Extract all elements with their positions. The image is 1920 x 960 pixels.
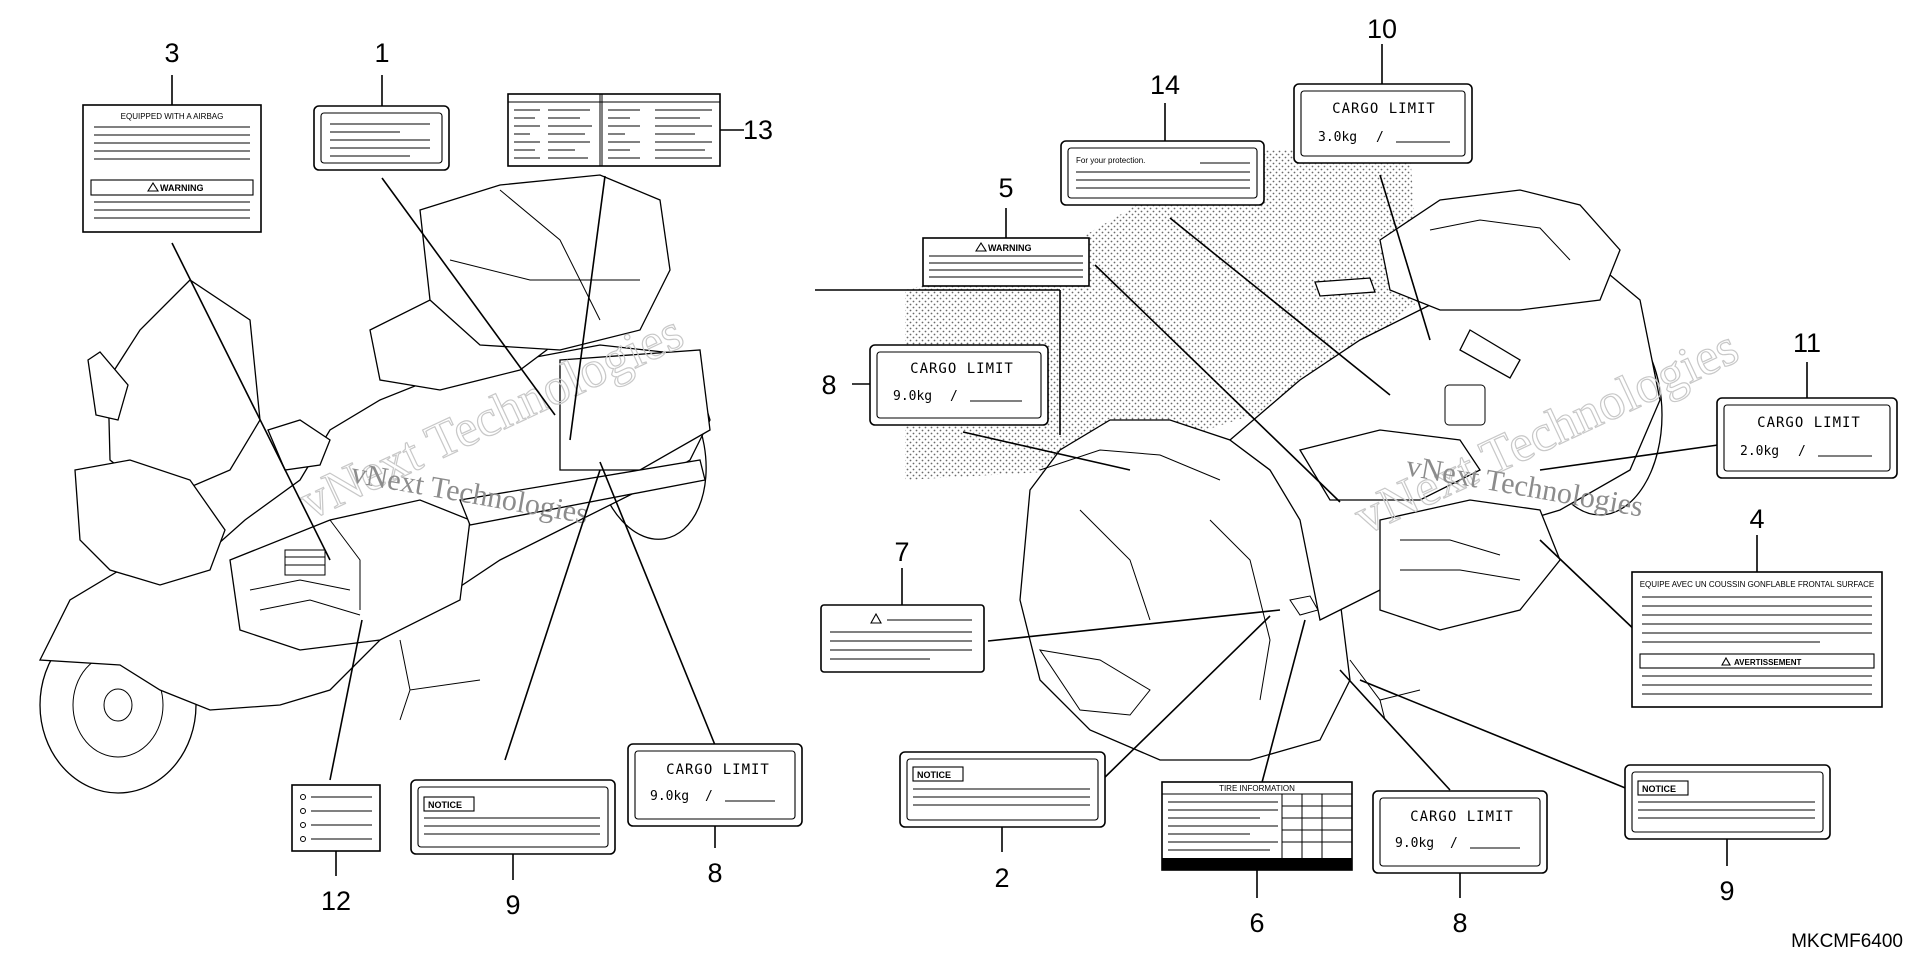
label-2-notice: NOTICE (899, 751, 1106, 852)
callout-12: 12 (321, 886, 351, 916)
svg-text:/: / (950, 389, 958, 404)
label-9-notice-right: NOTICE (1624, 764, 1831, 866)
label-9-notice-left: NOTICE (410, 779, 616, 880)
callout-11: 11 (1793, 328, 1821, 358)
callout-6: 6 (1249, 908, 1264, 938)
label-4-avertissement: EQUIPE AVEC UN COUSSIN GONFLABLE FRONTAL… (1631, 535, 1883, 708)
cargo-limit-text: CARGO LIMIT (666, 762, 770, 778)
french-title-text: EQUIPE AVEC UN COUSSIN GONFLABLE FRONTAL… (1640, 580, 1875, 589)
callout-14: 14 (1150, 70, 1180, 100)
notice-text-2: NOTICE (917, 770, 951, 780)
callout-4: 4 (1749, 504, 1764, 534)
label-8-cargo-right: CARGO LIMIT 9.0kg / (1372, 790, 1548, 898)
label-11-cargo-2kg: CARGO LIMIT 2.0kg / (1716, 362, 1898, 479)
protection-text: For your protection. (1076, 156, 1145, 165)
notice-text: NOTICE (428, 800, 462, 810)
notice-text-9r: NOTICE (1642, 784, 1676, 794)
callout-13: 13 (743, 115, 773, 145)
cargo-weight-text: 9.0kg (650, 789, 689, 804)
label-8-cargo-left: CARGO LIMIT 9.0kg / (627, 743, 803, 848)
cargo-weight-text-10: 3.0kg (1318, 130, 1357, 145)
cargo-limit-text-11: CARGO LIMIT (1757, 415, 1861, 431)
svg-text:/: / (1376, 130, 1384, 145)
label-13-table (507, 93, 721, 167)
svg-text:/: / (1450, 836, 1458, 851)
tire-info-text: TIRE INFORMATION (1219, 784, 1295, 793)
cargo-weight-text-11: 2.0kg (1740, 444, 1779, 459)
callout-9-left: 9 (505, 890, 520, 920)
avertissement-text: AVERTISSEMENT (1734, 658, 1802, 667)
callout-3: 3 (164, 38, 179, 68)
motorcycle-left-illustration (38, 174, 711, 794)
label-12 (291, 784, 381, 876)
leader-lines (171, 129, 1719, 797)
cargo-weight-text-8m: 9.0kg (893, 389, 932, 404)
callout-9-right: 9 (1719, 876, 1734, 906)
callout-8-middle: 8 (821, 370, 836, 400)
callout-10: 10 (1367, 14, 1397, 44)
svg-text:/: / (1798, 444, 1806, 459)
label-14-protection: For your protection. (1060, 103, 1265, 206)
svg-text:/: / (705, 789, 713, 804)
airbag-title: EQUIPPED WITH A AIRBAG (121, 112, 224, 121)
diagram-code: MKCMF6400 (1791, 931, 1903, 952)
label-10-cargo-3kg: CARGO LIMIT 3.0kg / (1293, 44, 1473, 164)
cargo-limit-text-8r: CARGO LIMIT (1410, 809, 1514, 825)
callout-8-bottom-left: 8 (707, 858, 722, 888)
callout-8-bottom-right: 8 (1452, 908, 1467, 938)
callout-2: 2 (994, 863, 1009, 893)
callout-1: 1 (374, 38, 389, 68)
callout-7: 7 (894, 537, 909, 567)
label-7 (820, 568, 985, 673)
label-1 (313, 75, 450, 171)
cargo-weight-text-8r: 9.0kg (1395, 836, 1434, 851)
cargo-limit-text-8m: CARGO LIMIT (910, 361, 1014, 377)
label-3-airbag-warning: EQUIPPED WITH A AIRBAG WARNING (82, 75, 262, 233)
warning-text-5: WARNING (988, 243, 1032, 253)
callout-5: 5 (998, 173, 1013, 203)
warning-text: WARNING (160, 183, 204, 193)
label-8-cargo-middle: CARGO LIMIT 9.0kg / (852, 344, 1049, 426)
label-5-warning: WARNING (922, 208, 1090, 287)
label-6-tire-information: TIRE INFORMATION (1161, 781, 1353, 898)
cargo-limit-text-10: CARGO LIMIT (1332, 101, 1436, 117)
